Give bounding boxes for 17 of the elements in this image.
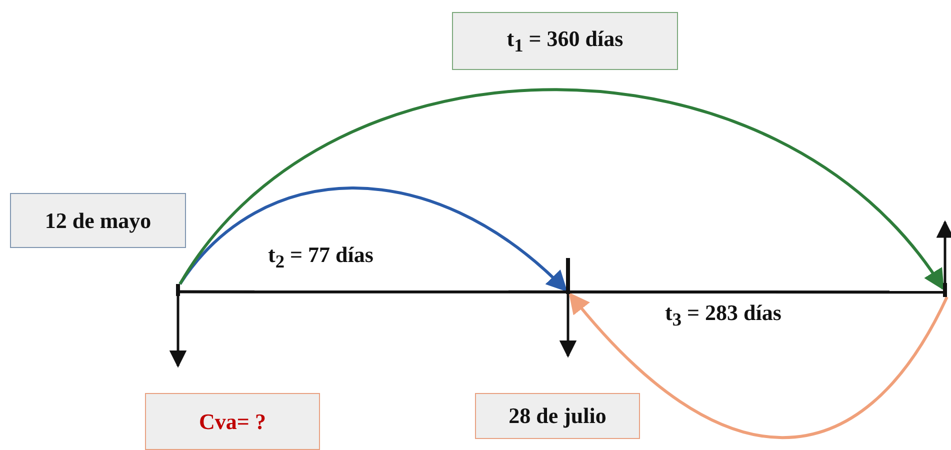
box-text: t$_{1}$ = 360 días (506, 26, 624, 56)
label-box (10, 193, 186, 248)
arrow (178, 186, 568, 292)
box-text: 12 de mayo (44, 208, 152, 234)
period-label: t$_{3}$ = 283 días (665, 300, 782, 330)
label-box (145, 393, 320, 450)
label-box (475, 393, 640, 439)
box-text: Cva= ? (199, 408, 266, 434)
tick-mark (943, 283, 947, 297)
timeline-line (180, 290, 943, 294)
label-box (452, 12, 678, 70)
box-text: 28 de julio (508, 403, 606, 429)
arrow (178, 88, 944, 290)
tick-mark (566, 258, 570, 294)
arrow (568, 292, 948, 440)
tick-mark (176, 284, 180, 296)
period-label: t$_{2}$ = 77 días (268, 242, 374, 272)
